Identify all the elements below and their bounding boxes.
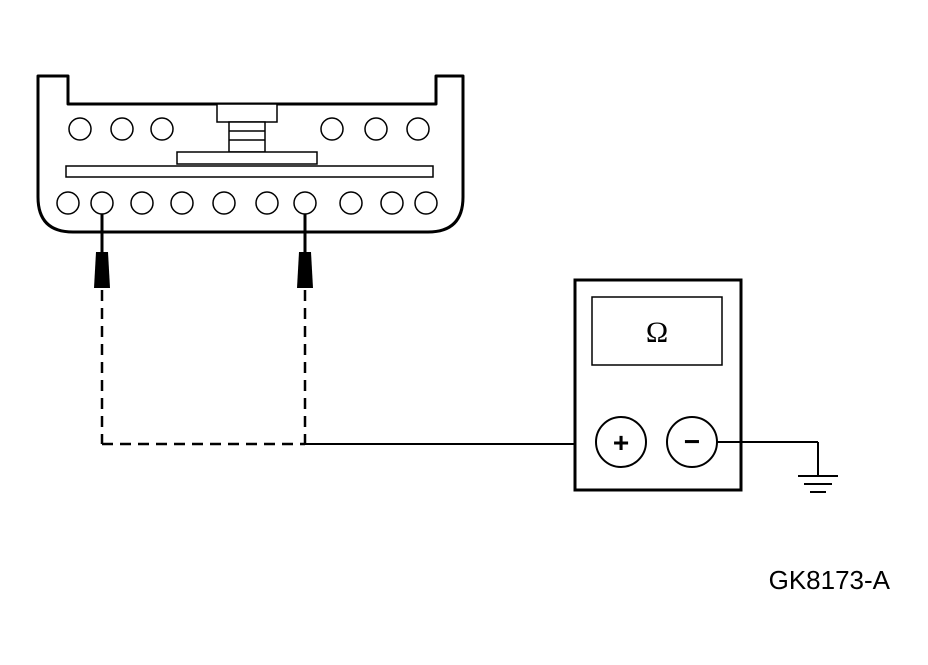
connector [36, 74, 465, 234]
connector-divider [65, 165, 434, 178]
latch-base [176, 151, 318, 165]
probe-left [94, 214, 110, 444]
meter-display [591, 296, 723, 366]
connector-housing [36, 74, 465, 234]
probe-right [297, 214, 313, 444]
connector-pin-bottom-2 [90, 191, 114, 215]
ground-lead [717, 441, 819, 476]
latch-stem [228, 121, 266, 153]
connector-pin-bottom-4 [170, 191, 194, 215]
multimeter: Ω + − [573, 278, 743, 492]
connector-pin-top-4 [320, 117, 344, 141]
connector-pin-top-1 [68, 117, 92, 141]
positive-terminal-label: + [613, 427, 629, 458]
connector-latch [176, 103, 318, 165]
top-pin-row [68, 117, 430, 141]
connector-pin-bottom-9 [380, 191, 404, 215]
ohm-symbol: Ω [646, 316, 668, 349]
ground-icon [798, 475, 838, 493]
connector-pin-top-5 [364, 117, 388, 141]
connector-pin-top-6 [406, 117, 430, 141]
connector-pin-bottom-5 [212, 191, 236, 215]
latch-top [216, 103, 278, 123]
connector-pin-top-2 [110, 117, 134, 141]
figure-id: GK8173-A [769, 565, 891, 595]
bottom-pin-row [56, 191, 438, 215]
positive-terminal [595, 416, 647, 468]
connector-pin-bottom-3 [130, 191, 154, 215]
connector-pin-bottom-1 [56, 191, 80, 215]
negative-terminal-label: − [684, 426, 700, 457]
connector-pin-bottom-6 [255, 191, 279, 215]
connector-pin-bottom-8 [339, 191, 363, 215]
connector-pin-top-3 [150, 117, 174, 141]
connector-pin-bottom-7 [293, 191, 317, 215]
connector-pin-bottom-10 [414, 191, 438, 215]
